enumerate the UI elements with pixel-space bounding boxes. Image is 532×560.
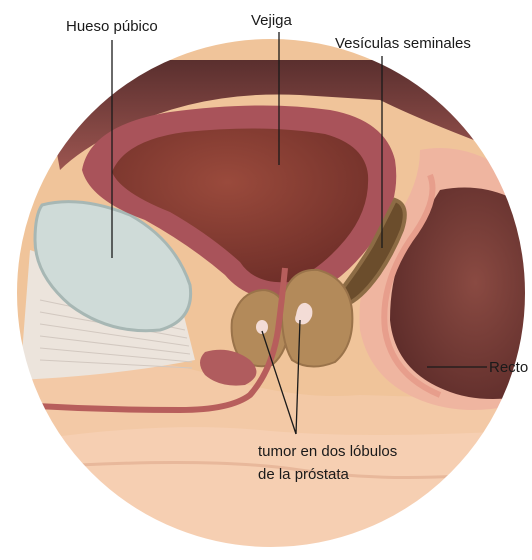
- label-tumor-line2: de la próstata: [258, 463, 397, 486]
- label-tumor: tumor en dos lóbulos de la próstata: [258, 440, 397, 486]
- label-bladder: Vejiga: [251, 12, 292, 30]
- label-pubic-bone: Hueso púbico: [66, 18, 158, 36]
- label-seminal-vesicles: Vesículas seminales: [335, 35, 471, 53]
- label-rectum: Recto: [489, 359, 528, 377]
- prostate-lobe-right: [282, 270, 353, 367]
- label-tumor-line1: tumor en dos lóbulos: [258, 440, 397, 463]
